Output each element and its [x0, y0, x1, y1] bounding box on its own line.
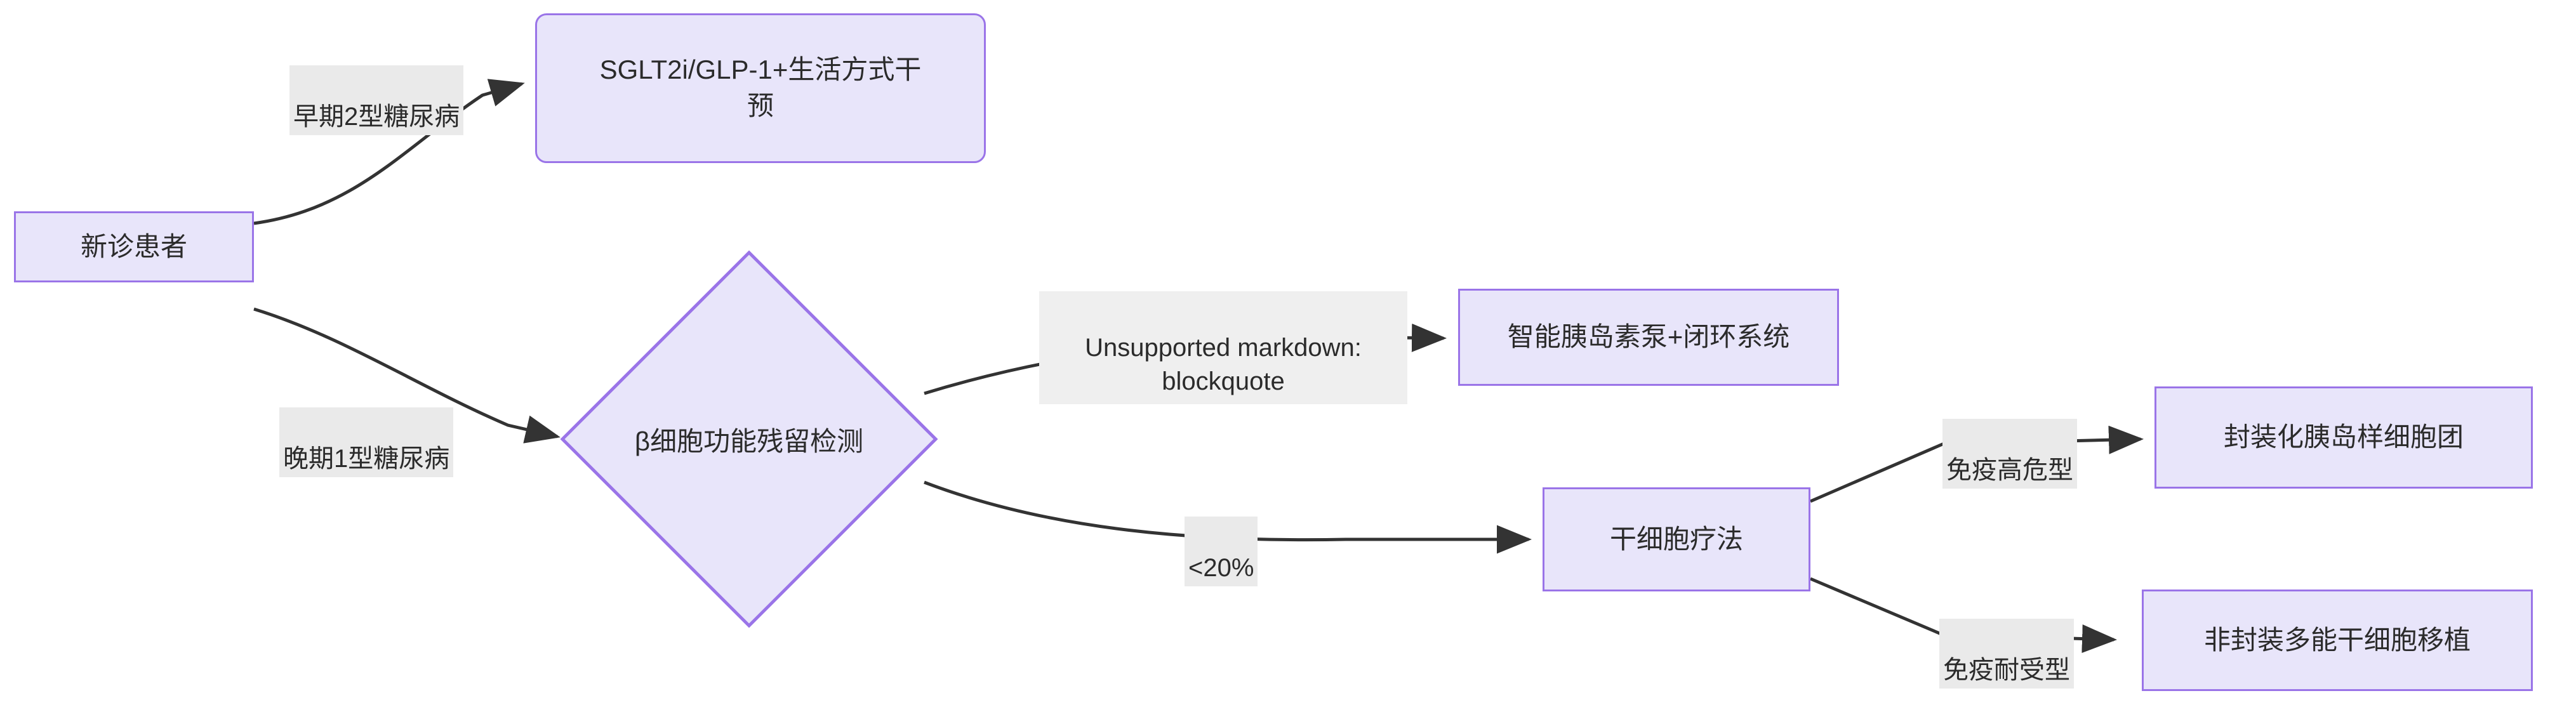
node-beta-cell-test[interactable]: β细胞功能残留检测	[559, 249, 939, 629]
edge-label-less-than-20-percent-text: <20%	[1188, 553, 1254, 582]
edge-label-late-type1-diabetes-text: 晚期1型糖尿病	[283, 444, 450, 473]
node-encapsulated-islet-label: 封装化胰岛样细胞团	[2223, 422, 2464, 452]
node-stem-cell-therapy-label: 干细胞疗法	[1609, 524, 1743, 554]
node-insulin-pump-label: 智能胰岛素泵+闭环系统	[1507, 322, 1790, 352]
node-non-encapsulated-transplant-label: 非封装多能干细胞移植	[2203, 624, 2471, 655]
edge-label-early-type2-diabetes-text: 早期2型糖尿病	[293, 102, 460, 131]
node-new-patient[interactable]: 新诊患者	[14, 211, 254, 282]
node-sglt2i-lifestyle-label: SGLT2i/GLP-1+生活方式干 预	[599, 55, 922, 121]
node-stem-cell-therapy[interactable]: 干细胞疗法	[1543, 487, 1810, 591]
edge-label-immune-tolerant: 免疫耐受型	[1939, 619, 2074, 689]
edge-label-immune-tolerant-text: 免疫耐受型	[1943, 656, 2070, 684]
node-non-encapsulated-transplant[interactable]: 非封装多能干细胞移植	[2142, 590, 2533, 691]
edge-label-immune-high-risk-text: 免疫高危型	[1946, 456, 2073, 484]
diamond-shape	[560, 250, 938, 628]
edge-label-early-type2-diabetes: 早期2型糖尿病	[289, 65, 464, 135]
edge-label-late-type1-diabetes: 晚期1型糖尿病	[279, 407, 454, 477]
edge-label-less-than-20-percent: <20%	[1185, 517, 1258, 586]
node-beta-cell-test-label: β细胞功能残留检测	[634, 426, 864, 456]
node-encapsulated-islet[interactable]: 封装化胰岛样细胞团	[2154, 386, 2533, 489]
node-insulin-pump[interactable]: 智能胰岛素泵+闭环系统	[1458, 289, 1839, 386]
edge-label-unsupported-markdown: Unsupported markdown: blockquote	[1039, 291, 1407, 405]
edge-label-unsupported-markdown-text: Unsupported markdown: blockquote	[1085, 333, 1362, 395]
node-new-patient-label: 新诊患者	[80, 231, 187, 261]
edge-label-immune-high-risk: 免疫高危型	[1942, 419, 2077, 489]
node-beta-cell-test-label-wrap: β细胞功能残留检测	[559, 249, 939, 629]
node-sglt2i-lifestyle[interactable]: SGLT2i/GLP-1+生活方式干 预	[535, 13, 986, 163]
